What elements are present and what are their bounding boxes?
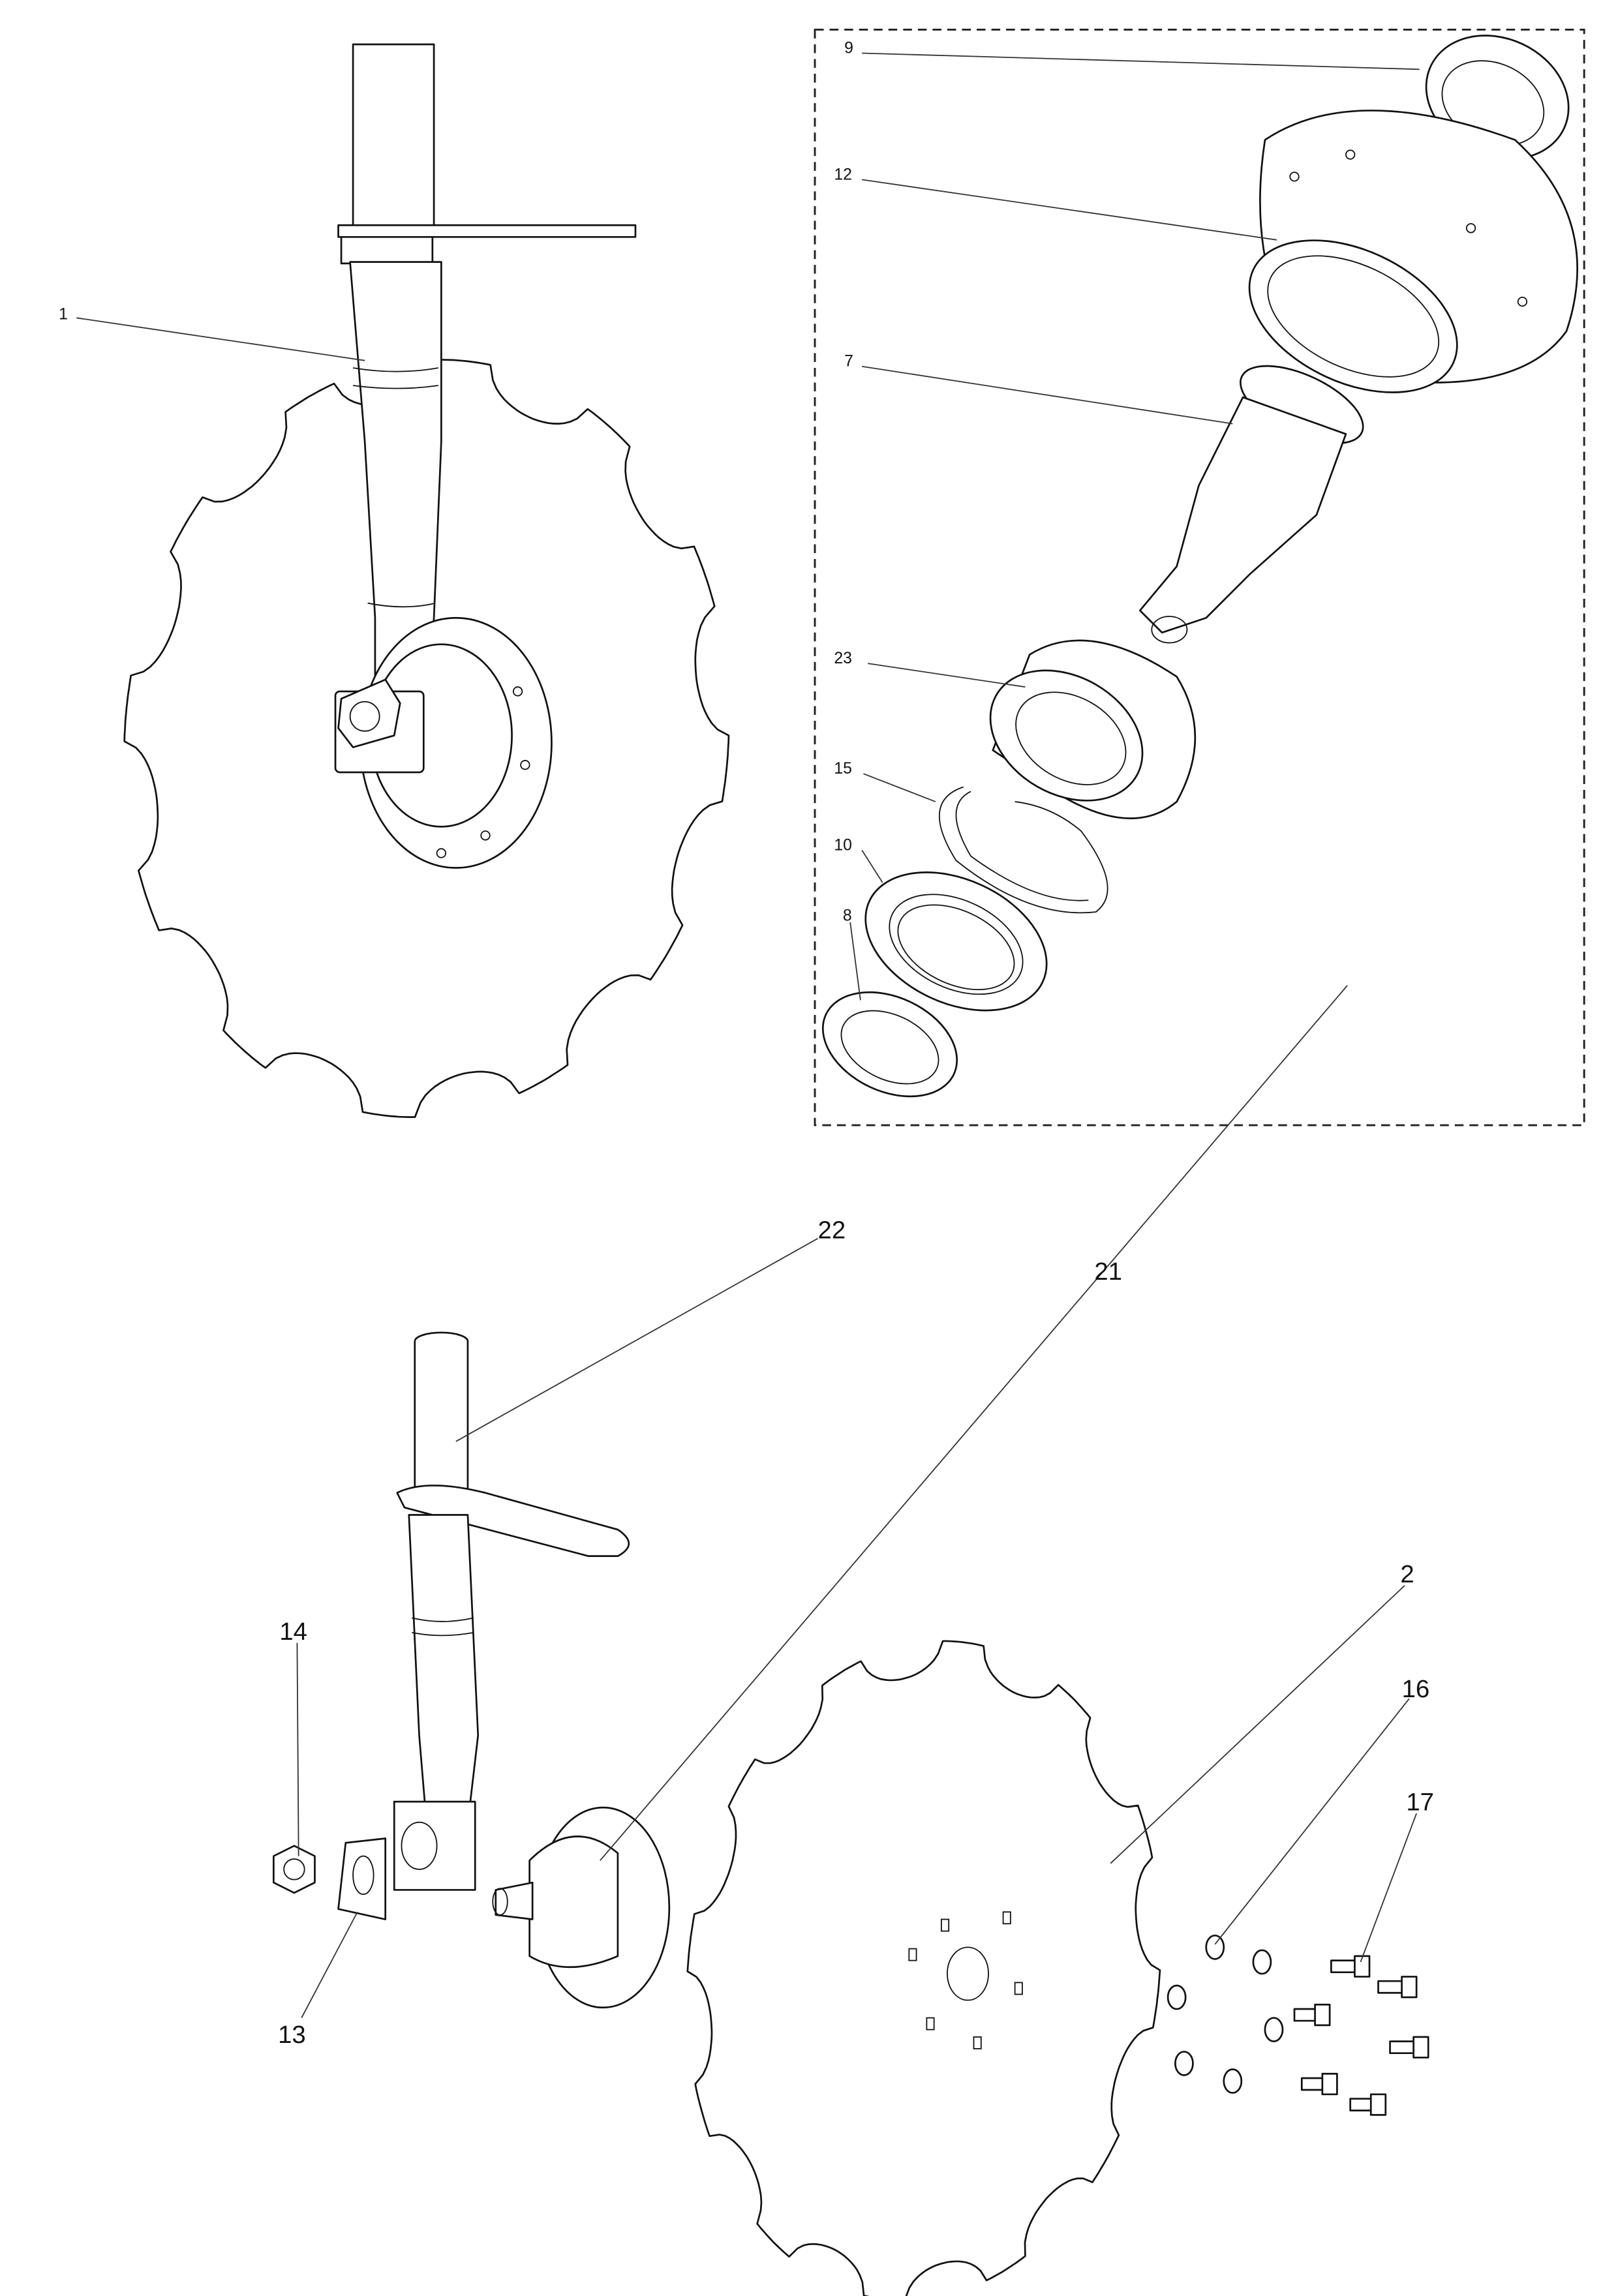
callout-labels: 1 9 12 7 23 15 10 8 22 21 2 16 17 14 13 (59, 39, 1434, 2048)
callout-10: 10 (834, 836, 852, 854)
callout-12: 12 (834, 166, 852, 183)
part-8-ring (821, 991, 958, 1098)
callout-9: 9 (844, 39, 853, 57)
callout-23: 23 (834, 650, 852, 667)
part-16-washers (1167, 1934, 1284, 2094)
callout-2: 2 (1400, 1560, 1414, 1588)
callout-17: 17 (1406, 1789, 1434, 1817)
hub-top (359, 616, 553, 869)
callout-14: 14 (279, 1618, 307, 1646)
nut-top (334, 678, 425, 774)
part-12-hub-housing (1248, 110, 1578, 393)
callout-13: 13 (278, 2021, 306, 2049)
part-10-seal (864, 871, 1048, 1012)
callout-16: 16 (1402, 1675, 1430, 1703)
part-17-bolts (1293, 1955, 1429, 2116)
part-2-disc-blade (686, 1640, 1161, 2296)
disc-bolt-holes (908, 1911, 1023, 2049)
part-13-plate (337, 1837, 387, 1920)
part-23-bearing (989, 639, 1197, 820)
arm-top (337, 43, 637, 736)
part-21-hub (492, 1806, 671, 2009)
part-14-nut (272, 1845, 316, 1894)
callout-8: 8 (843, 907, 852, 925)
leader-lines (76, 52, 1420, 2018)
callout-21: 21 (1094, 1258, 1122, 1286)
callout-7: 7 (844, 353, 853, 370)
callout-1: 1 (59, 306, 68, 324)
part-15-circlip (938, 786, 1108, 914)
detail-box (814, 28, 1585, 1126)
assembled-disc-unit (123, 43, 730, 1119)
callout-22: 22 (818, 1216, 846, 1245)
part-7-spindle (1138, 365, 1364, 644)
callout-15: 15 (834, 760, 852, 778)
part-22-arm (393, 1331, 630, 1891)
